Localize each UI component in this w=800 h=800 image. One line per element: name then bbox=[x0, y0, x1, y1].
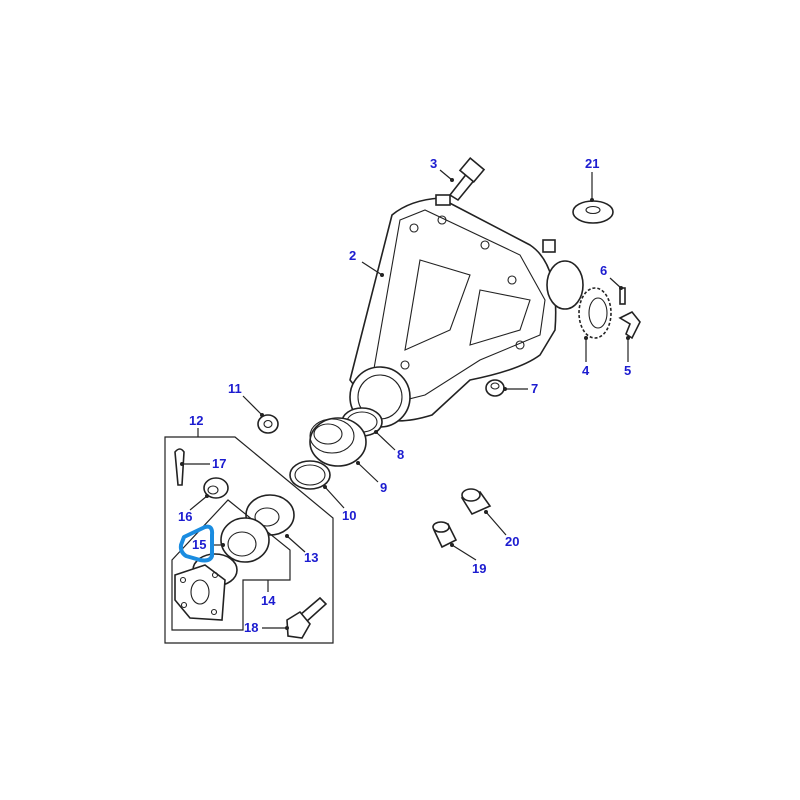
bearing-9[interactable] bbox=[309, 417, 367, 467]
callout-2[interactable]: 2 bbox=[349, 248, 356, 263]
washer-11[interactable] bbox=[257, 414, 279, 434]
callout-10[interactable]: 10 bbox=[342, 508, 356, 523]
callout-3[interactable]: 3 bbox=[430, 156, 437, 171]
nut-16[interactable] bbox=[203, 477, 229, 499]
callout-8[interactable]: 8 bbox=[397, 447, 404, 462]
bolt-18[interactable] bbox=[286, 596, 328, 639]
callout-12[interactable]: 12 bbox=[189, 413, 203, 428]
callout-5[interactable]: 5 bbox=[624, 363, 631, 378]
split-pin-17[interactable] bbox=[174, 448, 185, 486]
callout-9[interactable]: 9 bbox=[380, 480, 387, 495]
callout-20[interactable]: 20 bbox=[505, 534, 519, 549]
differential-housing[interactable] bbox=[349, 194, 584, 428]
callout-14[interactable]: 14 bbox=[261, 593, 276, 608]
highlight-outline-15 bbox=[178, 524, 215, 563]
leader-lines bbox=[180, 169, 630, 630]
key-5[interactable] bbox=[618, 310, 641, 340]
callout-21[interactable]: 21 bbox=[585, 156, 599, 171]
bush-19[interactable] bbox=[432, 521, 458, 549]
callout-11[interactable]: 11 bbox=[228, 381, 242, 396]
hub-flange[interactable] bbox=[174, 553, 238, 621]
bolt-3[interactable] bbox=[448, 156, 486, 202]
callout-16[interactable]: 16 bbox=[178, 509, 192, 524]
callout-19[interactable]: 19 bbox=[472, 561, 486, 576]
tone-ring-4[interactable] bbox=[578, 287, 612, 339]
nut-7[interactable] bbox=[485, 379, 505, 397]
callout-17[interactable]: 17 bbox=[212, 456, 226, 471]
callout-6[interactable]: 6 bbox=[600, 263, 607, 278]
bearing-15[interactable] bbox=[220, 517, 270, 563]
callout-4[interactable]: 4 bbox=[582, 363, 590, 378]
kit-12-outline bbox=[164, 436, 334, 644]
bush-20[interactable] bbox=[460, 488, 492, 516]
shim-10[interactable] bbox=[289, 460, 331, 490]
callout-7[interactable]: 7 bbox=[531, 381, 538, 396]
callout-15[interactable]: 15 bbox=[192, 537, 206, 552]
washer-21[interactable] bbox=[572, 200, 614, 224]
callout-13[interactable]: 13 bbox=[304, 550, 318, 565]
callout-18[interactable]: 18 bbox=[244, 620, 258, 635]
pin-6[interactable] bbox=[619, 287, 626, 305]
